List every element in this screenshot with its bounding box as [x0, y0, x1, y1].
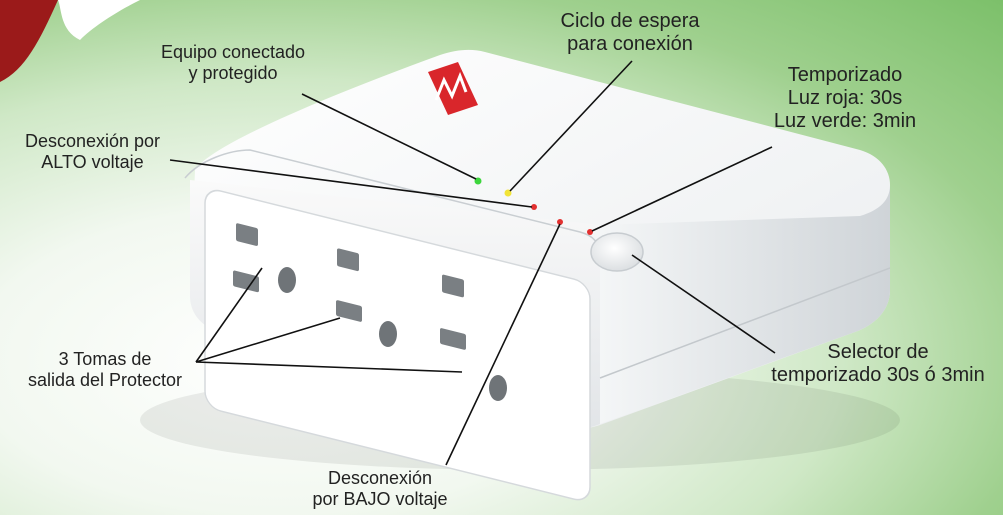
label-equipo-line1: Equipo conectado	[160, 42, 306, 62]
label-ciclo-espera: Ciclo de espera para conexión	[535, 10, 725, 56]
label-alto-line1: Desconexión por	[24, 131, 161, 151]
label-alto-voltaje: Desconexión por ALTO voltaje	[5, 131, 180, 173]
leader-tomas-2	[195, 317, 341, 363]
leader-lines	[169, 60, 776, 466]
label-equipo-conectado: Equipo conectado y protegido	[143, 42, 323, 84]
label-bajo-voltaje: Desconexión por BAJO voltaje	[280, 468, 480, 510]
led-red-high	[531, 204, 537, 210]
leader-tomas-3	[195, 361, 463, 373]
corner-decoration	[0, 0, 140, 82]
label-bajo-line1: Desconexión	[327, 468, 433, 488]
leader-temporizado	[591, 146, 773, 232]
label-bajo-line2: por BAJO voltaje	[312, 489, 448, 509]
label-selector-line1: Selector de	[827, 341, 929, 363]
device-body	[184, 49, 891, 501]
timer-selector-button[interactable]	[590, 232, 644, 272]
label-tomas-line2: salida del Protector	[27, 370, 183, 390]
outlet-3	[440, 274, 507, 401]
led-green	[474, 177, 482, 185]
leader-bajo	[445, 223, 561, 466]
label-tomas-salida: 3 Tomas de salida del Protector	[15, 349, 195, 391]
label-ciclo-line1: Ciclo de espera	[560, 10, 700, 32]
leader-equipo	[301, 93, 477, 180]
label-ciclo-line2: para conexión	[567, 33, 693, 55]
led-yellow	[504, 189, 512, 197]
outlet-1	[233, 223, 296, 293]
led-red-low	[557, 219, 563, 225]
label-temporizado-line2: Luz roja: 30s	[787, 87, 903, 109]
leader-selector	[631, 254, 776, 354]
outlet-2	[336, 248, 397, 347]
magom-logo	[428, 62, 478, 115]
label-tomas-line1: 3 Tomas de	[58, 349, 152, 369]
leader-alto	[169, 159, 533, 208]
label-temporizado: Temporizado Luz roja: 30s Luz verde: 3mi…	[745, 64, 945, 133]
label-equipo-line2: y protegido	[188, 63, 278, 83]
label-selector: Selector de temporizado 30s ó 3min	[760, 341, 996, 387]
leader-tomas-1	[195, 267, 263, 363]
label-temporizado-line3: Luz verde: 3min	[773, 110, 917, 132]
label-alto-line2: ALTO voltaje	[41, 152, 144, 172]
leader-ciclo	[509, 60, 633, 192]
label-temporizado-line1: Temporizado	[787, 64, 903, 86]
led-red-timer	[587, 229, 593, 235]
label-selector-line2: temporizado 30s ó 3min	[771, 364, 985, 386]
